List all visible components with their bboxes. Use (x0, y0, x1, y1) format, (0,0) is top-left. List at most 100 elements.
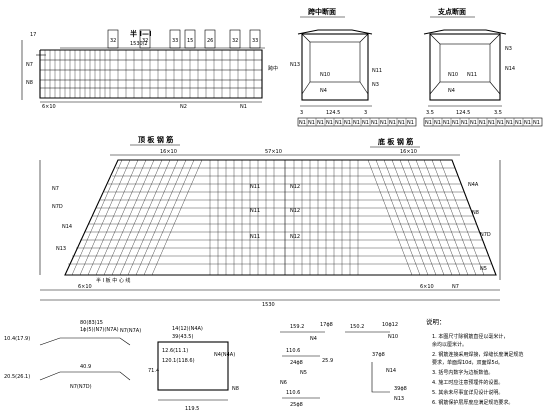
end-row-label: N1 (443, 120, 450, 126)
elevation-label-7: 33 (252, 38, 258, 44)
detail4-text: 10ϕ12 (382, 322, 398, 328)
mid-row-label: N1 (362, 120, 369, 126)
detail4-text: N13 (394, 396, 404, 402)
plan-dim-bottom-1: 6×10 (78, 284, 92, 290)
detail3-text: N4 (310, 336, 317, 342)
rebar-detail-4: 150.2 N10 10ϕ12 37ϕ8 N14 39ϕ8 N13 (345, 322, 407, 402)
end-dim-center: 124.5 (456, 110, 470, 116)
detail1-text: N7(N7D) (70, 384, 92, 390)
notes-heading: 说明： (426, 317, 446, 326)
end-row-label: N1 (515, 120, 522, 126)
plan-centerline-note: 半 I 板 中 心 线 (96, 277, 130, 284)
plan-dim-top-1: 16×10 (160, 149, 177, 155)
end-row-label: N1 (425, 120, 432, 126)
elevation-side-label: 跨中 (268, 65, 278, 72)
elevation-label-2: 32 (142, 38, 148, 44)
plan-label-n8: N8 (472, 210, 479, 216)
note-line: 1. 本图尺寸除钢筋直径以毫米计， (432, 333, 508, 340)
detail4-text: N10 (388, 334, 398, 340)
end-row-label: N1 (506, 120, 513, 126)
mid-label-n4: N4 (320, 88, 327, 94)
section-elevation: 半 I—I 1530/2 (21, 29, 278, 110)
note-line: 3. 括号内数字为边板数值。 (432, 369, 493, 376)
end-label-n11: N11 (467, 72, 477, 78)
end-label-n4: N4 (448, 88, 455, 94)
section-support: 支点断面 N3 N10 N11 N14 N4 3.5 124.5 3.5 N1 … (423, 7, 543, 127)
plan-dim-top-2: 57×10 (265, 149, 282, 155)
end-dim-right: 3.5 (494, 110, 502, 116)
detail3-text: 110.6 (286, 390, 300, 396)
mid-row-label: N1 (389, 120, 396, 126)
mid-row-label: N1 (317, 120, 324, 126)
mid-label-n10: N10 (320, 72, 330, 78)
end-dim-left: 3.5 (426, 110, 434, 116)
elevation-label-6: 32 (232, 38, 238, 44)
section-mid-span: 跨中断面 N13 N11 N10 N3 N4 3 124.5 3 N1 N1 N… (290, 7, 417, 127)
elevation-label-3: 33 (172, 38, 178, 44)
plan-label-n11: N11 (250, 234, 260, 240)
elevation-bottom-n2: N2 (180, 104, 187, 110)
plan-label-n12: N12 (290, 234, 300, 240)
plan-label-n7d-left: N7D (52, 204, 63, 210)
mid-row-label: N1 (371, 120, 378, 126)
plan-dim-bottom-2: 6×10 (420, 284, 434, 290)
plan-transverse-rebar (209, 160, 359, 275)
detail1-text: 80(83)15 (80, 320, 103, 326)
mid-dim-left: 3 (300, 110, 303, 116)
mid-row-label: N1 (308, 120, 315, 126)
plan-title-left: 顶 板 钢 筋 (138, 135, 173, 144)
note-line: 要求，单面焊10d，双面焊5d。 (432, 359, 503, 366)
detail3-text: 25ϕ8 (290, 402, 303, 408)
plan-view: 顶 板 钢 筋 底 板 钢 筋 16×10 57×10 16×10 (39, 135, 501, 308)
mid-row-label: N1 (407, 120, 414, 126)
detail4-text: N14 (386, 368, 396, 374)
plan-outline (64, 159, 497, 276)
detail4-text: 39ϕ8 (394, 386, 407, 392)
mid-row-label: N1 (344, 120, 351, 126)
note-line: 4. 施工时应注意预埋件的设置。 (432, 379, 503, 386)
detail1-text: 10.4(17.9) (4, 336, 30, 342)
detail3-text: N5 (300, 370, 307, 376)
rebar-detail-2: 14(12)(N4A) 39(43.5) 12.6(11.1) 120.1(11… (148, 326, 239, 412)
detail2-text: 71.4 (148, 368, 159, 374)
elevation-left-label-2: N7 (26, 62, 33, 68)
detail3-text: 17ϕ8 (320, 322, 333, 328)
detail2-text: N8 (232, 386, 239, 392)
detail1-text: 20.5(26.1) (4, 374, 30, 380)
detail1-text: 1ϕ(5)(N7)(N7A) (80, 327, 119, 333)
plan-total-length: 1530 (262, 302, 275, 308)
detail1-text: N7(N7A) (120, 328, 141, 334)
mid-row-label: N1 (353, 120, 360, 126)
elevation-left-label-3: N8 (26, 80, 33, 86)
end-label-n10: N10 (448, 72, 458, 78)
end-row-label: N1 (434, 120, 441, 126)
elevation-label-4: 15 (187, 38, 193, 44)
mid-section-title: 跨中断面 (308, 7, 336, 16)
note-line: 5. 其余未尽事宜详见设计说明。 (432, 389, 503, 396)
detail2-text: 12.6(11.1) (162, 348, 188, 354)
end-row-label: N1 (479, 120, 486, 126)
plan-label-n11: N11 (250, 208, 260, 214)
end-label-n14: N14 (505, 66, 515, 72)
mid-dim-center: 124.5 (326, 110, 340, 116)
note-line: 6. 钢筋保护层厚度应满足规范要求。 (432, 399, 513, 406)
elevation-label-1: 32 (110, 38, 116, 44)
end-row-label: N1 (533, 120, 540, 126)
plan-label-n12: N12 (290, 184, 300, 190)
detail2-text: 119.5 (185, 406, 199, 412)
detail2-text: 39(43.5) (172, 334, 193, 340)
elevation-title: 半 I—I (130, 29, 152, 38)
plan-label-n5: N5 (480, 266, 487, 272)
detail2-text: 120.1(118.6) (162, 358, 195, 364)
rebar-detail-3: 159.2 N4 17ϕ8 110.6 24ϕ8 25.9 N5 N6 110.… (280, 322, 333, 408)
note-line: 2. 钢筋连接采用焊接，焊缝长度满足规范 (432, 351, 523, 358)
elevation-stirrups (44, 50, 255, 98)
elevation-top-labels: 32 32 33 15 26 32 33 (107, 29, 261, 49)
mid-row-label: N1 (299, 120, 306, 126)
notes: 说明： 1. 本图尺寸除钢筋直径以毫米计， 余均以厘米计。 2. 钢筋连接采用焊… (426, 317, 523, 406)
rebar-detail-1: 80(83)15 1ϕ(5)(N7)(N7A) N7(N7A) 10.4(17.… (4, 320, 141, 390)
elevation-total-dim: 1530/2 (130, 41, 148, 47)
detail3-text: 24ϕ8 (290, 360, 303, 366)
end-section-title: 支点断面 (437, 7, 466, 16)
elevation-bottom-n1: N1 (240, 104, 247, 110)
